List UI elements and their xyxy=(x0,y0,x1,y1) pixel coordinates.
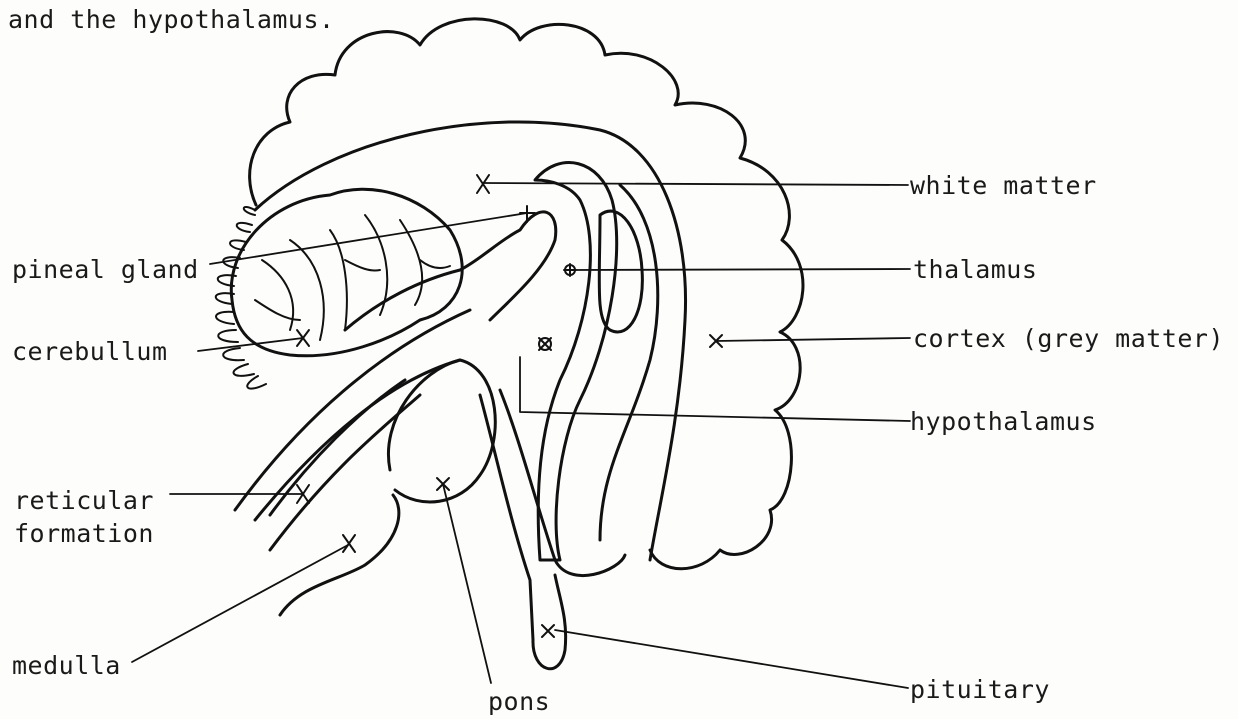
label-reticular-formation: reticular formation xyxy=(14,484,154,550)
label-pons: pons xyxy=(488,685,550,719)
label-reticular-line2: formation xyxy=(14,517,154,550)
thalamus-loop xyxy=(599,211,642,332)
label-cortex: cortex (grey matter) xyxy=(913,322,1224,356)
label-white-matter: white matter xyxy=(910,169,1097,203)
pituitary-shape xyxy=(533,575,566,669)
leader-lines xyxy=(132,183,910,688)
label-medulla: medulla xyxy=(12,649,121,683)
cerebrum-outline xyxy=(250,19,803,569)
cerebellum-fringe xyxy=(216,207,266,389)
stem-line-1 xyxy=(235,310,470,510)
inner-curve xyxy=(600,185,658,540)
label-pituitary: pituitary xyxy=(910,673,1050,707)
label-pineal-gland: pineal gland xyxy=(12,253,199,287)
label-cerebellum: cerebullum xyxy=(12,335,168,369)
label-reticular-line1: reticular xyxy=(14,484,154,517)
label-hypothalamus: hypothalamus xyxy=(910,405,1097,439)
label-thalamus: thalamus xyxy=(913,253,1037,287)
brainstem-left xyxy=(480,395,533,640)
